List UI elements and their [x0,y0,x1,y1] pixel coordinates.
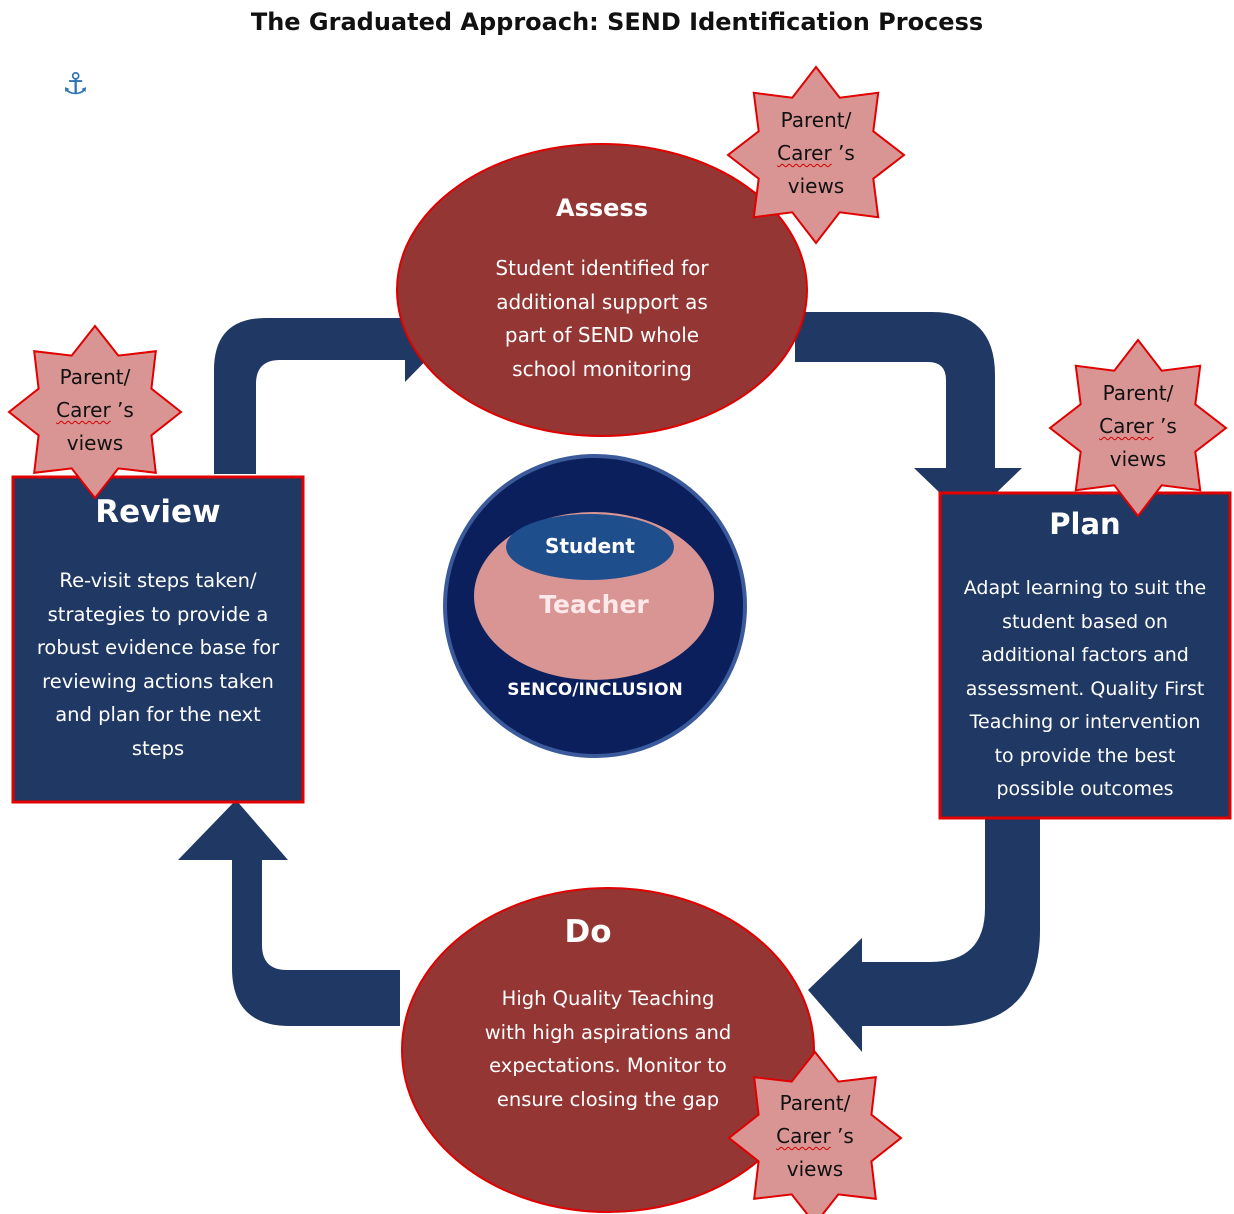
carer-word: Carer [777,141,832,165]
do-description: High Quality Teaching with high aspirati… [438,982,778,1116]
carer-word: Carer [776,1124,831,1148]
carer-word: Carer [1099,414,1154,438]
plan-line: possible outcomes [996,778,1174,800]
assess-description: Student identified for additional suppor… [432,252,772,386]
review-title: Review [95,494,221,530]
assess-line: Student identified for [495,256,709,280]
parent-views-line3: views [66,431,124,455]
review-line: and plan for the next [55,703,261,726]
anchor-icon: ⚓ [62,67,89,102]
carer-suffix: ’s [831,141,855,165]
arrow-plan-to-do [808,818,1040,1052]
plan-line: additional factors and [981,644,1189,666]
plan-title: Plan [1049,507,1121,541]
parent-views-star-assess: Parent/ Carer ’s views [756,104,876,203]
do-line: High Quality Teaching [501,987,715,1010]
assess-line: part of SEND whole [504,323,700,347]
plan-box [938,491,1232,820]
do-line: expectations. Monitor to [489,1054,727,1077]
do-line: with high aspirations and [484,1020,732,1044]
arrow-assess-to-plan [795,312,1022,520]
review-description: Re-visit steps taken/ strategies to prov… [13,564,303,765]
parent-views-line1: Parent/ [59,365,131,389]
arrow-do-to-review [178,800,400,1026]
plan-line: assessment. Quality First [965,677,1205,700]
plan-line: to provide the best [994,744,1176,767]
carer-suffix: ’s [1153,414,1177,438]
star-shape-do [727,1050,903,1214]
star-shape-plan [1048,338,1228,518]
parent-views-line2: Carer ’s [756,137,876,170]
do-ellipse [401,887,815,1213]
arrow-review-to-assess [214,296,448,474]
review-box [11,475,305,804]
assess-line: additional support as [496,289,708,314]
parent-views-line2: Carer ’s [35,394,155,427]
star-shape-review [7,324,183,500]
assess-line: school monitoring [512,356,692,381]
do-title: Do [564,914,612,950]
parent-views-line1: Parent/ [780,108,852,132]
plan-description: Adapt learning to suit the student based… [940,572,1230,807]
parent-views-line1: Parent/ [779,1091,851,1115]
review-line: Re-visit steps taken/ [59,569,257,592]
do-line: ensure closing the gap [496,1087,720,1111]
review-line: reviewing actions taken [42,669,274,693]
parent-views-star-do: Parent/ Carer ’s views [755,1087,875,1186]
plan-line: Adapt learning to suit the [963,577,1207,599]
star-shape-assess [726,65,906,245]
plan-line: student based on [1002,610,1168,633]
carer-suffix: ’s [110,398,134,422]
carer-suffix: ’s [830,1124,854,1148]
parent-views-star-plan: Parent/ Carer ’s views [1078,377,1198,476]
diagram-title: The Graduated Approach: SEND Identificat… [250,8,984,36]
assess-title: Assess [556,194,648,222]
parent-views-line3: views [1109,447,1167,471]
parent-views-line3: views [786,1157,844,1181]
parent-views-line3: views [787,174,845,198]
plan-line: Teaching or intervention [969,711,1201,733]
parent-views-star-review: Parent/ Carer ’s views [35,361,155,460]
student-ellipse [506,514,674,580]
review-line: strategies to provide a [47,602,269,626]
parent-views-line1: Parent/ [1102,381,1174,405]
carer-word: Carer [56,398,111,422]
teacher-label: Teacher [539,590,649,619]
parent-views-line2: Carer ’s [1078,410,1198,443]
parent-views-line2: Carer ’s [755,1120,875,1153]
review-line: steps [131,736,185,760]
review-line: robust evidence base for [36,636,280,659]
student-label: Student [545,534,635,558]
assess-ellipse [396,143,808,437]
senco-inclusion-label: SENCO/INCLUSION [507,680,683,700]
